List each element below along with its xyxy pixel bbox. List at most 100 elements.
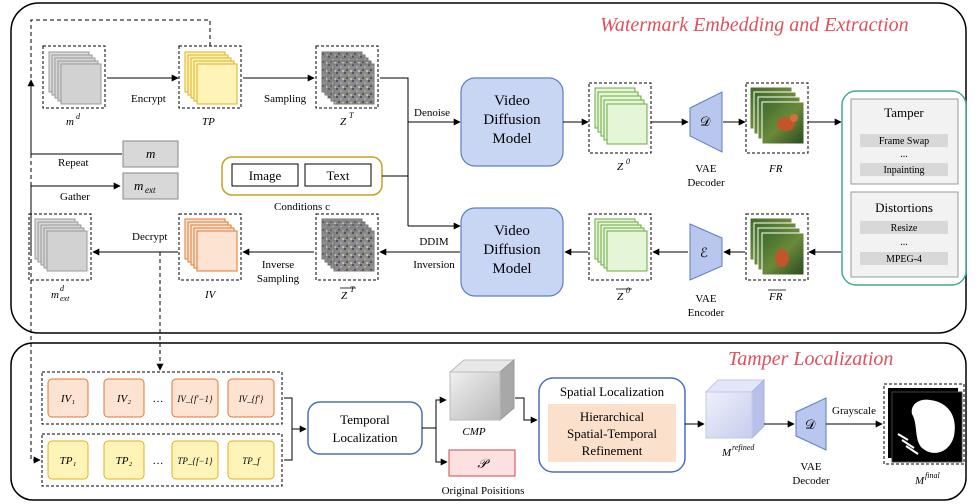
mdext-stack xyxy=(28,213,92,281)
p-box xyxy=(448,449,516,477)
cmp-label: CMP xyxy=(462,426,486,438)
vae-decoder-top-line1: VAE xyxy=(695,163,716,175)
vdm-bottom-line2: Diffusion xyxy=(483,242,541,258)
encrypt-label: Encrypt xyxy=(131,93,166,105)
ztbar-stack xyxy=(315,213,379,281)
vdm-top-line1: Video xyxy=(494,93,530,109)
vdm-top-line2: Diffusion xyxy=(483,112,541,128)
vae-decoder-top xyxy=(689,91,723,153)
tp-row-items xyxy=(47,440,275,480)
ddim-line1: DDIM xyxy=(419,236,449,248)
cond-text-label: Text xyxy=(327,168,350,183)
denoise-label: Denoise xyxy=(414,107,450,119)
distortion-title: Distortions xyxy=(875,200,933,215)
vae-encoder-line1: VAE xyxy=(695,293,716,305)
fr-label: FR xyxy=(768,163,783,175)
iv-label: IV xyxy=(204,289,217,301)
iv-row-items xyxy=(47,378,275,418)
original-positions-label: Original Poisitions xyxy=(442,485,525,497)
conditions-label: Conditions c xyxy=(274,201,330,213)
distortion-item-resize: Resize xyxy=(891,223,918,234)
distortion-item-mpeg4: MPEG-4 xyxy=(886,254,922,265)
vae-encoder-symbol: ℰ xyxy=(700,245,708,260)
mfinal-sup: final xyxy=(925,471,940,480)
tp-dashed-link xyxy=(30,19,211,78)
temporal-line2: Localization xyxy=(333,430,398,445)
hier-line2: Spatial-Temporal xyxy=(567,426,657,441)
vdm-bottom-line1: Video xyxy=(494,223,530,239)
vdm-bottom-line3: Model xyxy=(492,261,531,277)
tp-label: TP xyxy=(202,116,215,128)
m-box xyxy=(122,140,179,168)
md-stack xyxy=(42,45,106,109)
spatial-title: Spatial Localization xyxy=(560,384,665,399)
tp-row-frame xyxy=(41,433,283,487)
vae-encoder-line2: Encoder xyxy=(688,307,725,319)
vae-decoder-top-symbol: 𝒟 xyxy=(700,114,711,129)
bottom-panel-title: Tamper Localization xyxy=(728,348,893,370)
hier-box xyxy=(548,404,676,462)
mfinal-mask xyxy=(883,383,965,465)
tp-dashed-link-bottom xyxy=(30,154,41,464)
tamper-title: Tamper xyxy=(884,105,924,120)
frbar-frames xyxy=(745,213,809,281)
inverse-sampling-line1: Inverse xyxy=(262,259,294,271)
cmp-to-spatial-arrow xyxy=(515,397,538,424)
md-sup: d xyxy=(76,112,81,121)
cond-image-label: Image xyxy=(249,168,282,183)
bottom-panel xyxy=(10,342,967,501)
z0-stack xyxy=(588,82,652,154)
repeat-label: Repeat xyxy=(58,157,89,169)
zt-label: Z xyxy=(340,116,347,128)
iv-item-fm1: IV_{f'−1} xyxy=(176,394,213,404)
top-panel-title: Watermark Embedding and Extraction xyxy=(600,14,909,36)
frbar-label: FR xyxy=(768,291,783,303)
iv-item-1: IV₁ xyxy=(60,393,75,405)
tp-item-ellipsis: … xyxy=(153,455,164,467)
mext-sub: ext xyxy=(145,185,156,195)
mfinal-label: M xyxy=(914,475,925,487)
mdext-sub: ext xyxy=(60,294,70,303)
tp-item-fm1: TP_{f−1} xyxy=(177,456,213,466)
z0bar-stack xyxy=(588,213,652,281)
vae-decoder-bottom-symbol: 𝒟 xyxy=(805,417,816,432)
tp-item-2: TP₂ xyxy=(116,455,133,467)
mdext-label: m xyxy=(51,289,59,301)
temporal-line1: Temporal xyxy=(340,412,390,427)
vae-decoder-bottom xyxy=(795,397,827,451)
denoise-arrow xyxy=(380,77,461,126)
mext-box xyxy=(122,172,179,200)
iv-item-f: IV_{f'} xyxy=(238,394,264,404)
mrefined-label: M xyxy=(721,447,732,459)
distortion-item-ellipsis: ... xyxy=(900,237,908,248)
iv-item-2: IV₂ xyxy=(116,393,131,405)
zt-stack xyxy=(315,45,379,109)
ztbar-sup: T xyxy=(350,285,355,294)
iv-row-frame xyxy=(41,371,283,425)
grayscale-label: Grayscale xyxy=(832,405,876,417)
tp-item-f: TP_f xyxy=(242,456,261,466)
fr-frames xyxy=(745,82,809,154)
temporal-box xyxy=(307,401,423,455)
tamper-item-inpainting: Inpainting xyxy=(883,165,924,176)
vae-decoder-bottom-line2: Decoder xyxy=(792,475,830,487)
tamper-item-ellipsis: ... xyxy=(900,149,908,160)
vae-decoder-top-line2: Decoder xyxy=(687,177,725,189)
hier-line1: Hierarchical xyxy=(580,409,645,424)
mrefined-sup: refined xyxy=(732,443,755,452)
vae-encoder xyxy=(689,223,723,281)
ztbar-label: Z xyxy=(341,290,348,302)
sampling-label: Sampling xyxy=(264,93,307,105)
ddim-line2: Inversion xyxy=(413,259,455,271)
iv-item-ellipsis: … xyxy=(153,393,164,405)
z0-label: Z xyxy=(617,161,624,173)
mdext-sup: d xyxy=(60,284,65,293)
tamper-item-frame-swap: Frame Swap xyxy=(879,136,929,147)
hier-line3: Refinement xyxy=(582,443,643,458)
md-label: m xyxy=(66,116,74,128)
mext-label: m xyxy=(134,178,143,193)
vae-decoder-bottom-line1: VAE xyxy=(800,461,821,473)
z0-sup: 0 xyxy=(626,157,630,166)
m-label: m xyxy=(146,146,155,161)
